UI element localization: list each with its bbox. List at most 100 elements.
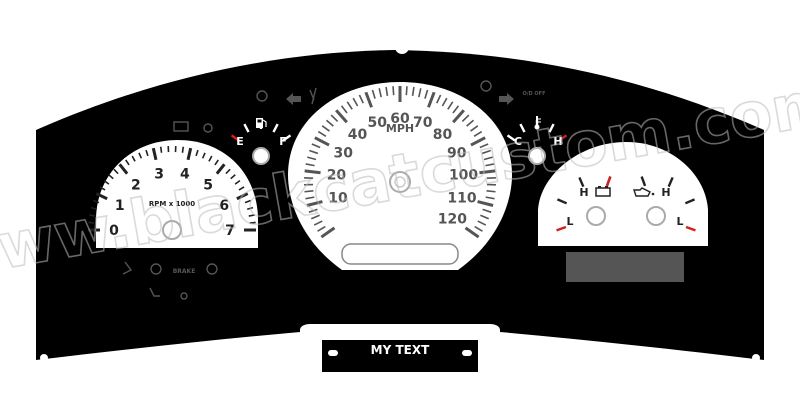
speedometer-major-tick: [364, 91, 373, 108]
speedometer-major-tick: [314, 136, 330, 147]
right-turn-signal-icon: [499, 93, 514, 105]
speedometer-label: 50: [367, 115, 387, 131]
left-turn-signal-icon: [286, 93, 301, 105]
tachometer-minor-tick: [225, 168, 231, 175]
plate-label: MY TEXT: [371, 343, 430, 357]
seat-occupant-icon: [149, 287, 160, 297]
speedometer-minor-tick: [480, 214, 489, 220]
abs-icon: [206, 263, 218, 275]
battery-high-label: H: [579, 186, 588, 199]
parking-brake-icon: [150, 263, 162, 275]
speedometer-minor-tick: [317, 225, 326, 232]
tachometer-face: [96, 140, 258, 248]
speedometer-minor-tick: [311, 143, 321, 149]
tachometer-major-tick: [236, 192, 249, 201]
speedometer-display-window: [341, 243, 459, 265]
speedometer-major-tick: [335, 109, 348, 124]
tachometer-minor-tick: [159, 146, 163, 153]
speedometer-minor-tick: [485, 196, 495, 200]
speedometer-unit: MPH: [386, 122, 414, 135]
tachometer-minor-tick: [246, 206, 254, 211]
speedometer-minor-tick: [378, 88, 382, 98]
tachometer-label: 1: [115, 198, 125, 214]
speedometer-minor-tick: [486, 190, 496, 193]
tachometer-minor-tick: [108, 174, 114, 180]
tachometer-label: 4: [180, 166, 190, 182]
speedometer-minor-tick: [307, 156, 317, 161]
charging-system-icon: [173, 121, 189, 132]
battery-gauge-tick: [578, 176, 585, 188]
od-off-text: O/D OFF: [522, 91, 545, 97]
speedometer-minor-tick: [477, 220, 487, 226]
speedometer-minor-tick: [470, 125, 479, 132]
tachometer-major-tick: [151, 147, 158, 161]
speedometer-minor-tick: [418, 88, 422, 98]
speedometer-minor-tick: [352, 97, 359, 107]
text-plate: [322, 340, 478, 372]
tachometer-pivot: [162, 220, 182, 240]
oil-can-icon: [633, 187, 655, 197]
oil-low-label: L: [676, 215, 683, 228]
tachometer-label: 2: [131, 178, 141, 194]
speedometer-minor-tick: [436, 94, 442, 104]
speedometer-major-tick: [320, 226, 336, 239]
fuel-full-label: F: [279, 135, 287, 148]
speedometer-minor-tick: [424, 89, 429, 99]
tachometer-minor-tick: [230, 174, 236, 180]
fuel-gauge-tick: [230, 134, 240, 142]
tachometer-minor-tick: [138, 152, 143, 159]
speedometer-minor-tick: [317, 130, 327, 138]
speedometer-minor-tick: [371, 89, 376, 99]
speedometer-minor-tick: [483, 156, 493, 161]
tachometer-minor-tick: [113, 168, 119, 175]
temp-gauge-tick: [506, 134, 516, 142]
tachometer-minor-tick: [89, 214, 96, 217]
speedometer-label: 40: [348, 127, 368, 143]
four-wheel-drive-icon: [180, 292, 188, 300]
speedometer-minor-tick: [441, 97, 448, 107]
tire-pressure-icon: [256, 90, 268, 102]
speedometer-label: 100: [449, 168, 478, 184]
speedometer-minor-tick: [479, 143, 489, 149]
tachometer-minor-tick: [248, 214, 255, 217]
speedometer-label: 120: [438, 212, 467, 228]
mount-hole-right: [752, 354, 760, 362]
tachometer-label: 7: [225, 223, 235, 239]
speedometer-minor-tick: [358, 94, 364, 104]
fuel-pump-icon: [256, 118, 267, 128]
warning-light-icons: [122, 80, 514, 300]
temp-gauge-tick: [519, 123, 526, 133]
battery-gauge-red-tick: [605, 176, 612, 187]
speedometer-pivot: [389, 171, 411, 193]
tachometer-major-tick: [186, 147, 193, 161]
tachometer-minor-tick: [103, 179, 110, 185]
speedometer-minor-tick: [474, 225, 483, 232]
speedometer-major-tick: [477, 200, 494, 207]
tachometer-minor-tick: [238, 186, 245, 191]
door-ajar-icon: [122, 261, 133, 275]
airbag-icon: [203, 123, 213, 133]
tachometer-major-tick: [95, 192, 108, 201]
speedometer-label: 90: [447, 145, 467, 161]
tachometer-minor-tick: [249, 221, 256, 224]
tachometer-minor-tick: [88, 221, 95, 224]
speedometer-major-tick: [464, 226, 480, 239]
speedometer-minor-tick: [392, 86, 395, 96]
speedometer-major-tick: [427, 91, 436, 108]
tachometer-label: 6: [219, 198, 229, 214]
speedometer-minor-tick: [452, 105, 460, 114]
aux-gauges: [230, 120, 696, 232]
oil-gauge-tick: [685, 225, 696, 232]
speedometer-minor-tick: [466, 119, 475, 127]
speedometer-minor-tick: [309, 149, 319, 155]
battery-gauge-tick: [556, 198, 568, 205]
oil-pivot: [646, 206, 666, 226]
fuel-gauge-tick: [243, 123, 250, 133]
tachometer-minor-tick: [214, 159, 219, 166]
temp-pivot: [528, 147, 546, 165]
tachometer-minor-tick: [201, 152, 206, 159]
tachometer-minor-tick: [131, 155, 136, 162]
tachometer-minor-tick: [234, 179, 241, 185]
speedometer-label: 10: [328, 191, 348, 207]
speedometer-minor-tick: [305, 196, 315, 200]
